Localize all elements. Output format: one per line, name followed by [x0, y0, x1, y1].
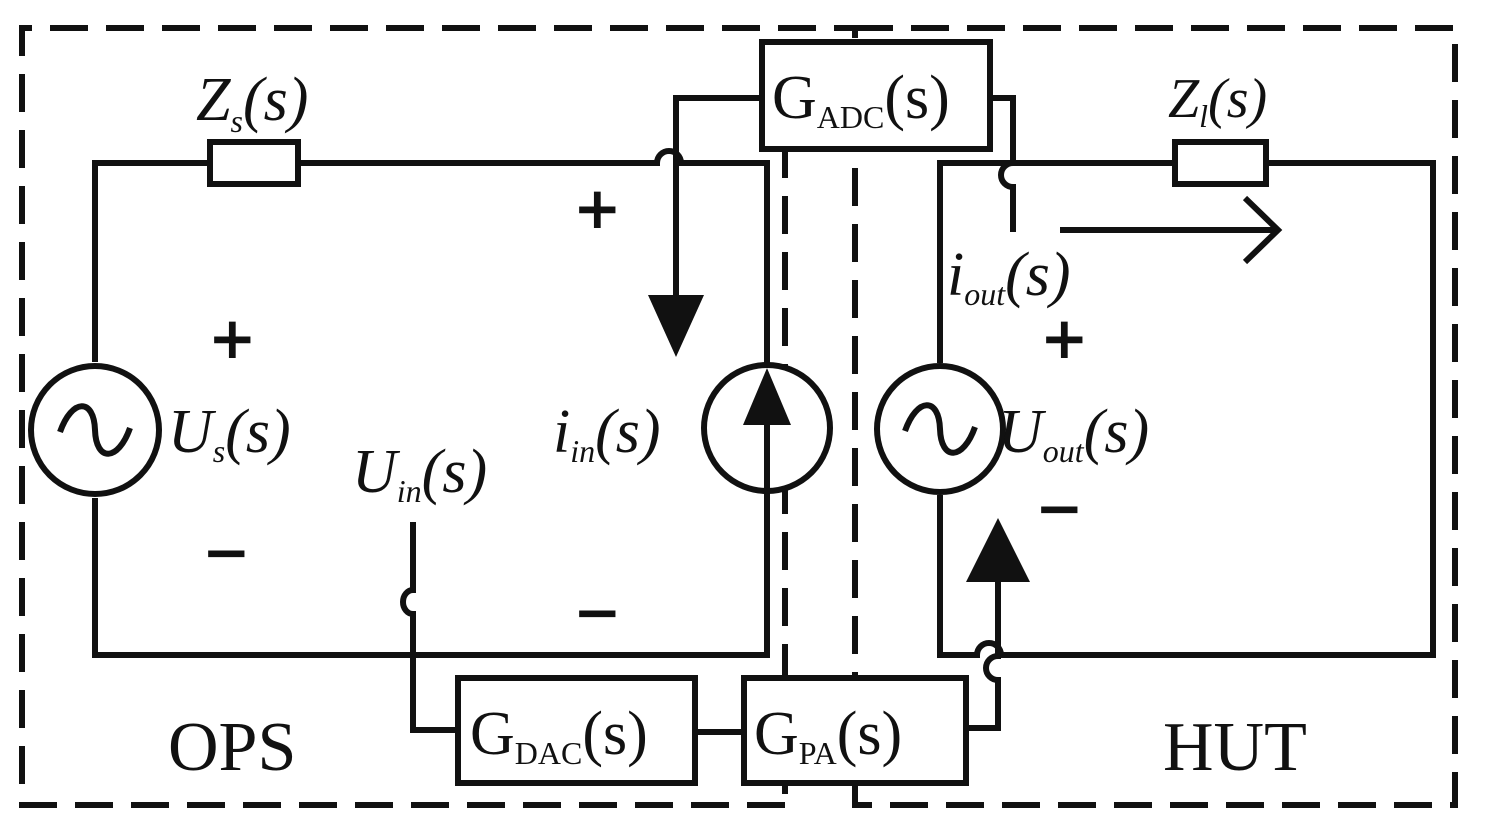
label-zs: Zs(s) [196, 66, 308, 139]
uout-arrow-head [966, 518, 1030, 582]
ops-bottom-wire [92, 492, 770, 658]
ops-boundary [19, 25, 855, 808]
iin-arrow-head [648, 295, 704, 357]
uin-plus-sign: + [573, 174, 622, 242]
hut-top-wire [937, 160, 1175, 363]
load-impedance-zl [1172, 139, 1269, 187]
label-uin: Uin(s) [352, 438, 487, 509]
ops-top-wire-right [298, 148, 770, 365]
current-source-arrow-head [743, 368, 791, 425]
us-minus-sign: − [202, 518, 251, 586]
adc-input-wire [673, 95, 762, 300]
iout-arrow [1060, 195, 1283, 265]
area-label-ops: OPS [168, 709, 296, 786]
label-gadc: GADC(s) [772, 64, 950, 135]
uin-minus-sign: − [573, 578, 622, 646]
label-us: Us(s) [168, 398, 291, 469]
label-gdac: GDAC(s) [470, 700, 648, 771]
uout-minus-sign: − [1035, 474, 1084, 542]
us-plus-sign: + [208, 304, 257, 372]
uout-plus-sign: + [1040, 304, 1089, 372]
label-gpa: GPA(s) [754, 700, 902, 771]
pa-output-wire [966, 580, 1001, 731]
tilde-icon [902, 402, 978, 456]
label-iin: iin(s) [553, 398, 661, 469]
label-zl: Zl(s) [1168, 68, 1267, 134]
uin-sense-wire [400, 522, 458, 733]
label-uout: Uout(s) [998, 398, 1149, 469]
tilde-icon [57, 403, 133, 457]
area-label-hut: HUT [1163, 709, 1307, 786]
ops-top-wire [92, 160, 210, 362]
hut-boundary [852, 25, 1458, 808]
label-iout: iout(s) [947, 241, 1071, 312]
source-impedance-zs [207, 139, 301, 187]
